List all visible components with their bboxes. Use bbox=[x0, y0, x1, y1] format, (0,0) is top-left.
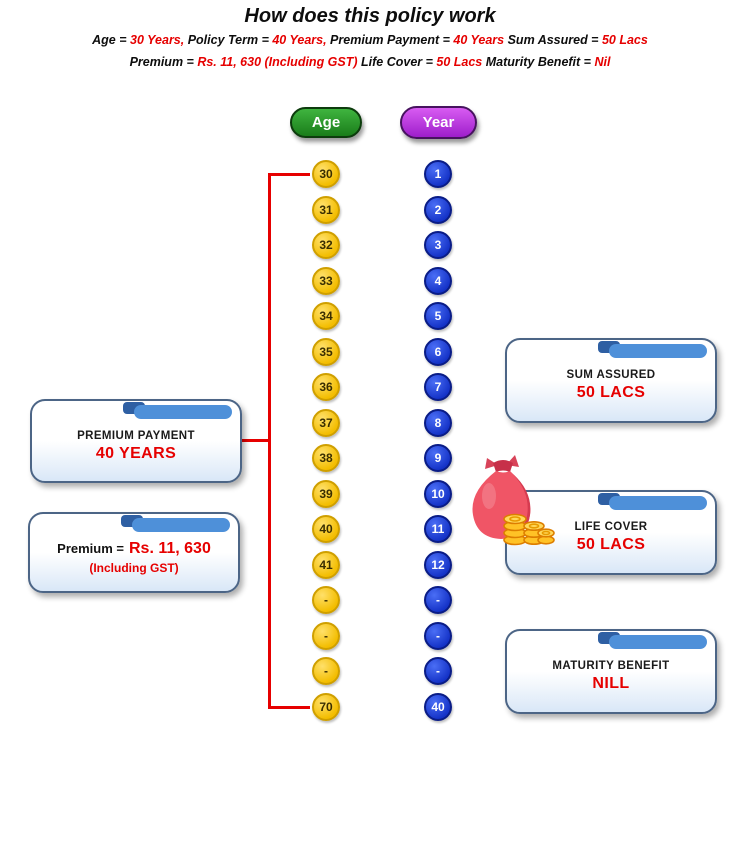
age-circle: 38 bbox=[312, 444, 340, 472]
age-circle: 41 bbox=[312, 550, 340, 579]
subtitle-segment: 30 Years, bbox=[130, 33, 185, 47]
callout-content: Premium = Rs. 11, 630 (Including GST) bbox=[30, 514, 238, 591]
subtitle-segment: Policy Term = bbox=[184, 33, 273, 47]
year-circle: 40 bbox=[424, 692, 452, 721]
callout-title: LIFE COVER bbox=[574, 521, 648, 533]
subtitle-segment: 40 Years, bbox=[272, 33, 327, 47]
subtitle-segment: 50 Lacs bbox=[436, 55, 483, 69]
premium-payment-callout: PREMIUM PAYMENT 40 YEARS bbox=[30, 399, 242, 483]
year-circle: 8 bbox=[424, 408, 452, 437]
callout-value: 40 YEARS bbox=[95, 444, 177, 462]
life-cover-callout: LIFE COVER 50 LACS bbox=[505, 490, 717, 575]
age-circle: - bbox=[312, 621, 340, 650]
age-circle: 34 bbox=[312, 302, 340, 330]
callout-content: PREMIUM PAYMENT 40 YEARS bbox=[32, 401, 240, 481]
age-header-pill: Age bbox=[290, 107, 362, 138]
premium-gst-note: (Including GST) bbox=[89, 561, 179, 575]
year-circle: 4 bbox=[424, 266, 452, 295]
year-circle: 11 bbox=[424, 515, 452, 543]
subtitle-segment: Age = bbox=[92, 33, 131, 47]
policy-summary-line2: Premium = Rs. 11, 630 (Including GST) Li… bbox=[0, 55, 740, 69]
age-circle: 32 bbox=[312, 231, 340, 259]
age-circle: 33 bbox=[312, 266, 340, 295]
subtitle-segment: Sum Assured = bbox=[504, 33, 602, 47]
premium-amount-row: Premium = Rs. 11, 630 bbox=[57, 540, 211, 558]
year-circle: 5 bbox=[424, 302, 452, 330]
money-bag-icon bbox=[472, 455, 555, 546]
callout-value: NILL bbox=[592, 675, 630, 692]
premium-amount-callout: Premium = Rs. 11, 630 (Including GST) bbox=[28, 512, 240, 593]
premium-amount: Rs. 11, 630 bbox=[129, 540, 211, 557]
year-circle: - bbox=[424, 586, 452, 614]
callout-content: LIFE COVER 50 LACS bbox=[507, 492, 715, 573]
age-circle: 30 bbox=[312, 160, 340, 188]
policy-summary-line1: Age = 30 Years, Policy Term = 40 Years, … bbox=[0, 33, 740, 47]
premium-label: Premium = bbox=[57, 541, 124, 556]
age-column: 30 31 32 33 34 35 36 37 38 39 40 41 - - - 70 bbox=[312, 160, 340, 721]
subtitle-segment: Premium = bbox=[129, 55, 198, 69]
year-circle: 10 bbox=[424, 479, 452, 508]
callout-tab bbox=[134, 405, 232, 419]
premium-term-bracket-top bbox=[268, 173, 310, 176]
age-circle: 70 bbox=[312, 692, 340, 721]
year-circle: 12 bbox=[424, 550, 452, 579]
subtitle-segment: Maturity Benefit = bbox=[482, 55, 595, 69]
callout-title: SUM ASSURED bbox=[566, 369, 656, 381]
callout-title: PREMIUM PAYMENT bbox=[77, 429, 195, 442]
age-circle: 36 bbox=[312, 373, 340, 401]
age-circle: - bbox=[312, 657, 340, 685]
callout-tab bbox=[132, 518, 230, 532]
year-header-pill: Year bbox=[400, 106, 477, 139]
maturity-benefit-callout: MATURITY BENEFIT NILL bbox=[505, 629, 717, 714]
year-circle: - bbox=[424, 657, 452, 685]
year-circle: 7 bbox=[424, 373, 452, 401]
year-circle: 9 bbox=[424, 444, 452, 472]
callout-content: MATURITY BENEFIT NILL bbox=[507, 631, 715, 712]
callout-title: MATURITY BENEFIT bbox=[552, 660, 670, 672]
year-circle: 6 bbox=[424, 337, 452, 366]
subtitle-segment: Life Cover = bbox=[357, 55, 437, 69]
year-circle: 2 bbox=[424, 195, 452, 224]
year-circle: 1 bbox=[424, 160, 452, 188]
subtitle-segment: Rs. 11, 630 (Including GST) bbox=[197, 55, 358, 69]
age-circle: 37 bbox=[312, 408, 340, 437]
premium-term-bracket-connector bbox=[241, 439, 270, 442]
subtitle-segment: Premium Payment = bbox=[326, 33, 454, 47]
premium-term-bracket-bottom bbox=[268, 706, 310, 709]
callout-value: 50 LACS bbox=[576, 384, 646, 401]
age-circle: 39 bbox=[312, 479, 340, 508]
sum-assured-callout: SUM ASSURED 50 LACS bbox=[505, 338, 717, 423]
callout-tab bbox=[609, 496, 707, 510]
age-circle: 35 bbox=[312, 337, 340, 366]
callout-tab bbox=[609, 635, 707, 649]
subtitle-segment: Nil bbox=[594, 55, 611, 69]
callout-content: SUM ASSURED 50 LACS bbox=[507, 340, 715, 421]
year-circle: 3 bbox=[424, 231, 452, 259]
age-circle: 40 bbox=[312, 515, 340, 543]
callout-value: 50 LACS bbox=[576, 536, 646, 553]
subtitle-segment: 40 Years bbox=[453, 33, 505, 47]
age-circle: 31 bbox=[312, 195, 340, 224]
callout-tab bbox=[609, 344, 707, 358]
page-title: How does this policy work bbox=[244, 5, 496, 27]
age-circle: - bbox=[312, 586, 340, 614]
subtitle-segment: 50 Lacs bbox=[601, 33, 648, 47]
year-circle: - bbox=[424, 621, 452, 650]
